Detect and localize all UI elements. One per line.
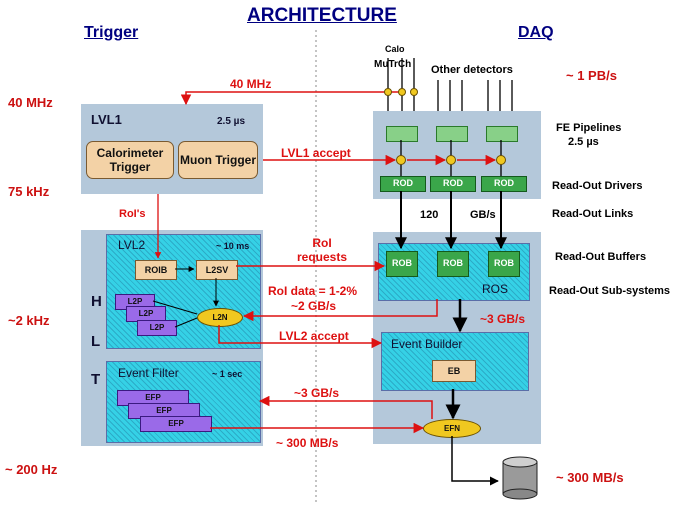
arrow-roib-l2sv	[175, 266, 219, 307]
arrow-lvl2-accept	[218, 325, 383, 349]
event-filter-title: Event Filter	[118, 366, 179, 380]
lvl1-latency: 2.5 µs	[217, 116, 246, 127]
calo-label: Calo	[385, 44, 405, 54]
arrow-40mhz	[180, 91, 402, 106]
calorimeter-trigger-label: Calorimeter Trigger	[96, 146, 164, 174]
arrow-roi-data	[242, 299, 438, 322]
eb-box: EB	[432, 360, 476, 382]
label-readout-drivers: Read-Out Drivers	[552, 180, 643, 192]
calorimeter-trigger-box: Calorimeter Trigger	[86, 141, 174, 179]
l2n-node: L2N	[197, 308, 243, 327]
label-readout-subsystems: Read-Out Sub-systems	[549, 285, 671, 297]
label-readout-buffers: Read-Out Buffers	[555, 251, 647, 263]
label-lvl1-accept: LVL1 accept	[281, 146, 351, 160]
event-filter-latency: ~ 1 sec	[212, 369, 243, 379]
lvl1-accept-taps	[396, 155, 506, 165]
label-300mbs: ~ 300 MB/s	[276, 436, 339, 450]
muon-trigger-label: Muon Trigger	[180, 153, 256, 167]
rod-box-2: ROD	[430, 176, 476, 192]
roi-requests-text: RoI requests	[296, 236, 348, 264]
daq-header: DAQ	[518, 24, 554, 41]
readout-links	[395, 191, 507, 250]
hlt-letter-h: H	[91, 293, 102, 310]
label-lvl2-accept: LVL2 accept	[279, 329, 349, 343]
storage-disk-icon	[502, 456, 538, 500]
arrow-3gbs-ef	[258, 395, 433, 419]
lvl2-latency: ~ 10 ms	[216, 241, 250, 251]
arrow-efn-storage	[451, 436, 499, 486]
rob-box-1: ROB	[386, 251, 418, 277]
rate-2khz: ~2 kHz	[8, 313, 50, 328]
l2sv-box: L2SV	[196, 260, 238, 280]
label-3gbs-eb: ~3 GB/s	[480, 312, 526, 326]
muon-trigger-box: Muon Trigger	[178, 141, 258, 179]
hlt-letter-l: L	[91, 333, 101, 350]
trigger-header: Trigger	[84, 24, 139, 41]
label-link-gbs: GB/s	[470, 209, 496, 221]
label-roi-data: RoI data = 1-2%	[268, 284, 358, 298]
lvl2-region	[106, 234, 261, 349]
label-link-120: 120	[420, 209, 439, 221]
label-2gbs: ~2 GB/s	[291, 299, 337, 313]
rate-1pbs: ~ 1 PB/s	[566, 68, 617, 83]
label-3gbs-ef: ~3 GB/s	[294, 386, 340, 400]
label-rois: RoI's	[119, 208, 146, 220]
label-roi-requests: RoI requests	[290, 236, 354, 264]
lvl1-title: LVL1	[91, 112, 122, 127]
fe-pipeline-2	[436, 126, 468, 142]
hlt-letter-t: T	[91, 371, 101, 388]
l2p-l2n-links	[152, 300, 198, 328]
rob-box-2: ROB	[437, 251, 469, 277]
ros-label: ROS	[482, 282, 509, 296]
rate-200hz: ~ 200 Hz	[5, 462, 58, 477]
rod-box-1: ROD	[380, 176, 426, 192]
page-title: ARCHITECTURE	[247, 5, 397, 26]
roib-box: ROIB	[135, 260, 177, 280]
event-builder-region	[381, 332, 529, 391]
event-builder-title: Event Builder	[391, 337, 463, 351]
lvl2-title: LVL2	[118, 238, 146, 252]
rate-300mbs-storage: ~ 300 MB/s	[556, 470, 624, 485]
label-fe-pipelines: FE Pipelines	[556, 122, 622, 134]
l2p-box-3: L2P	[137, 320, 177, 336]
mutrch-label: MuTrCh	[374, 59, 412, 70]
label-40mhz: 40 MHz	[230, 77, 272, 91]
efp-box-3: EFP	[140, 416, 212, 432]
fe-pipeline-1	[386, 126, 418, 142]
rod-box-3: ROD	[481, 176, 527, 192]
detector-taps	[384, 88, 418, 96]
other-detectors-label: Other detectors	[431, 64, 513, 76]
rob-box-3: ROB	[488, 251, 520, 277]
rate-75khz: 75 kHz	[8, 184, 50, 199]
rate-40mhz: 40 MHz	[8, 95, 53, 110]
fe-pipeline-3	[486, 126, 518, 142]
label-readout-links: Read-Out Links	[552, 208, 634, 220]
label-fe-latency: 2.5 µs	[568, 136, 599, 148]
